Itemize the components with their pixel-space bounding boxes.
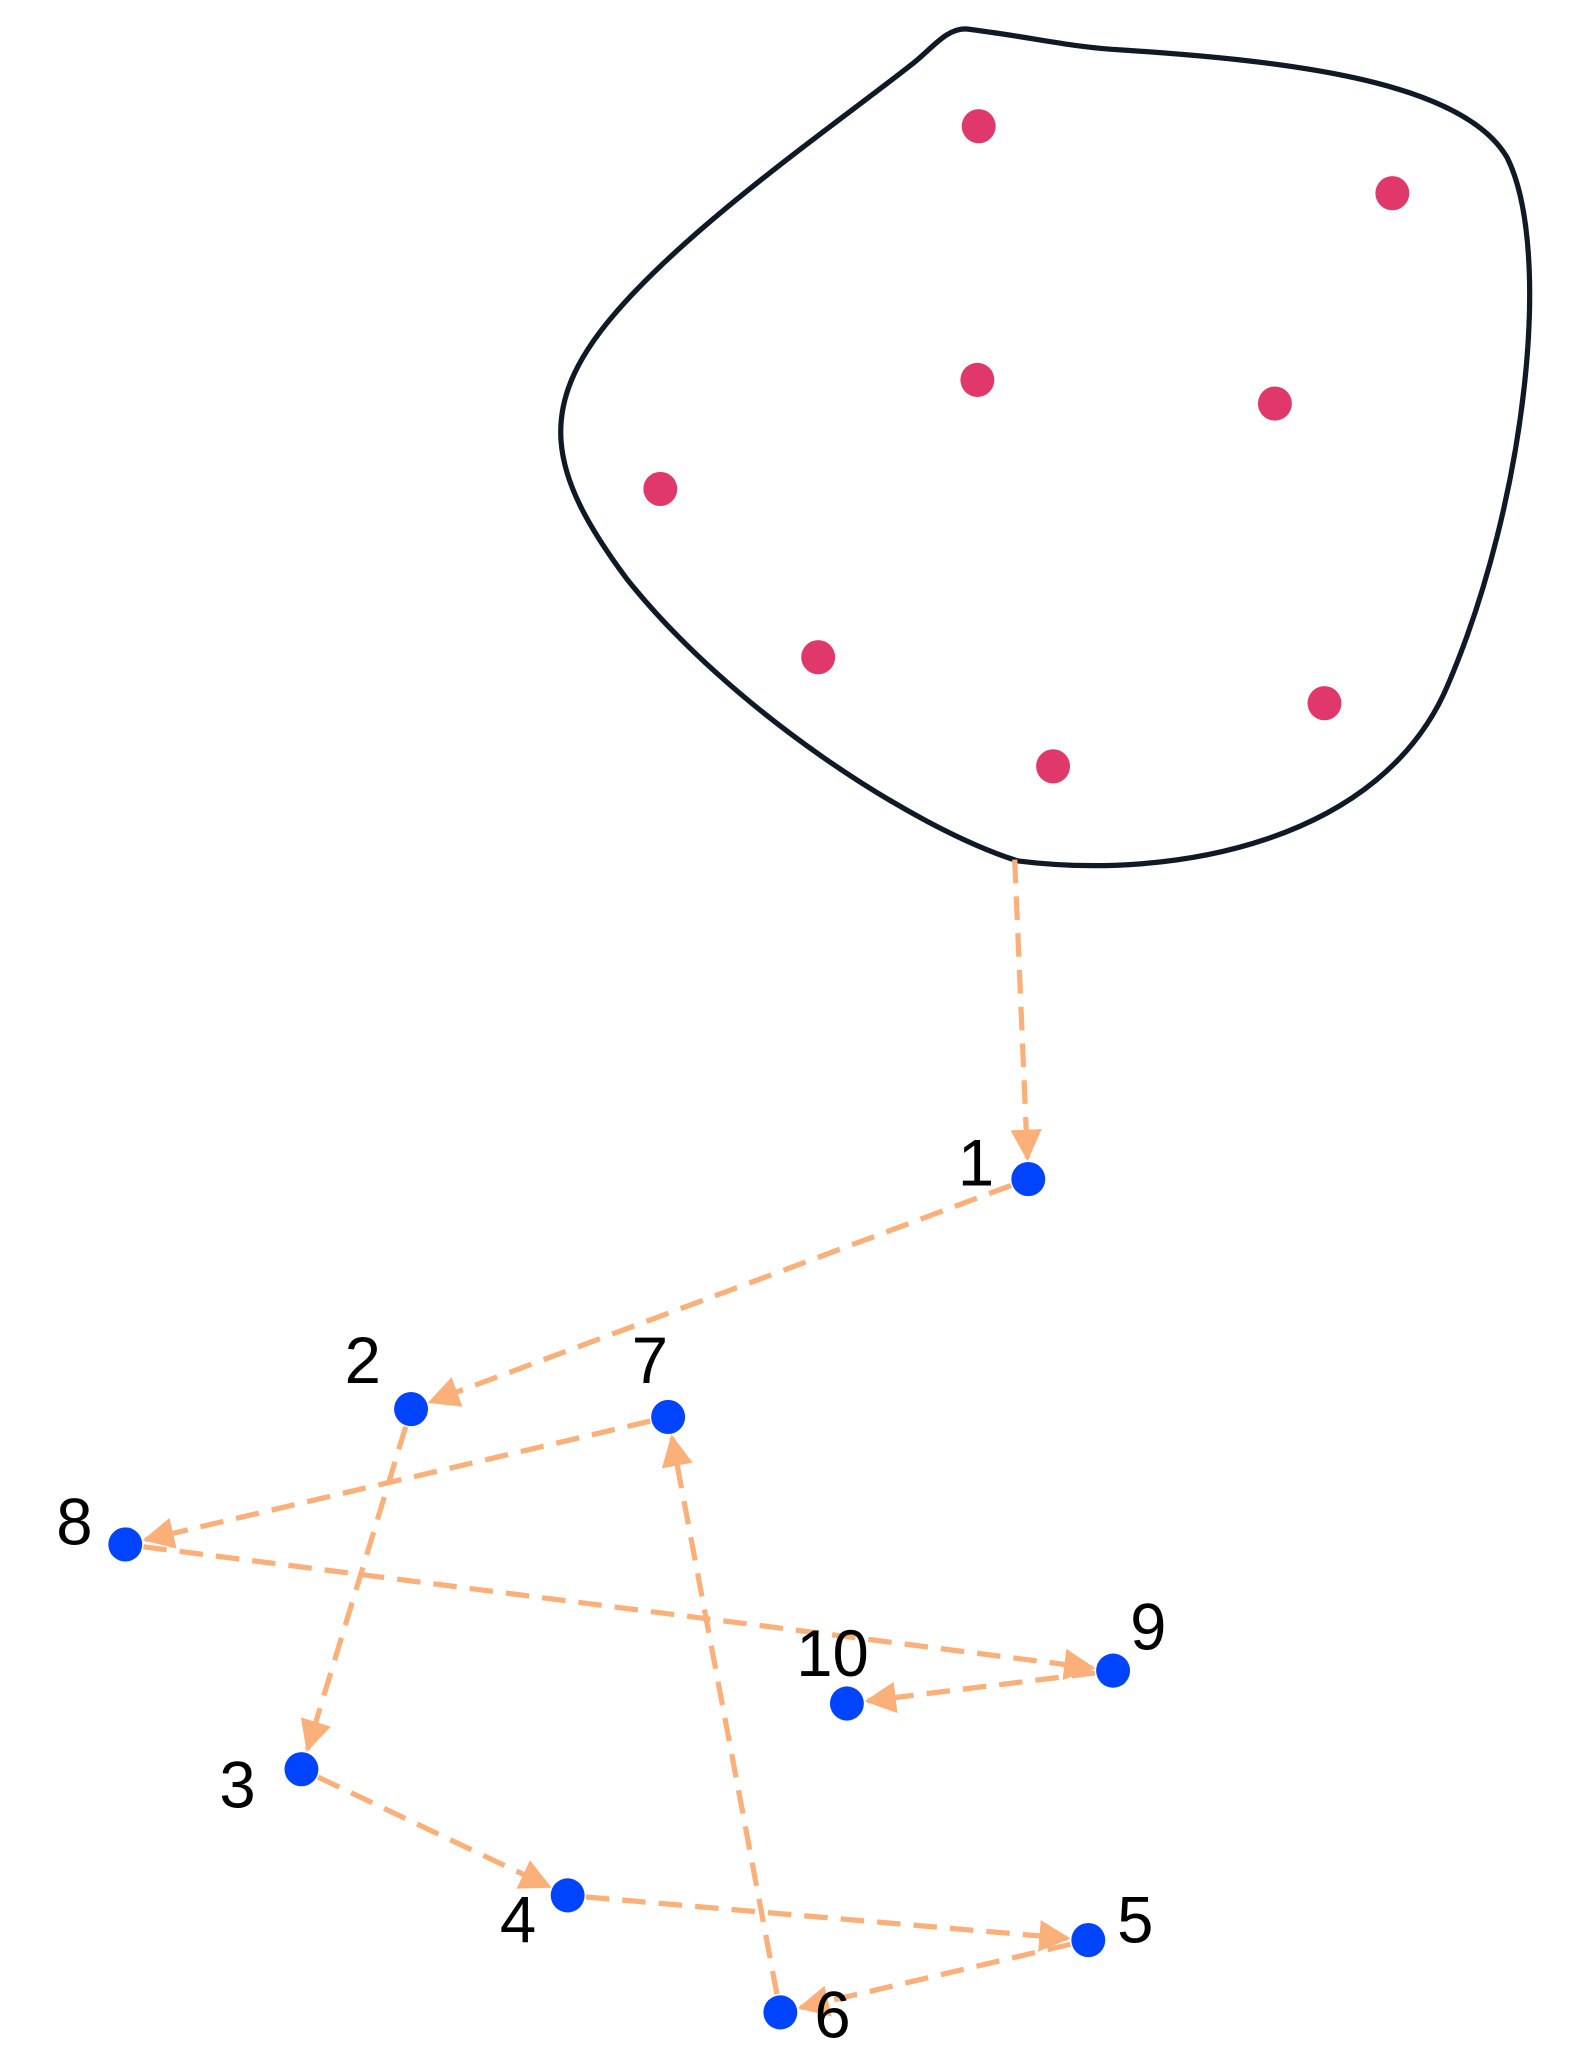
cluster-point [1257,386,1292,421]
sequence-label: 4 [500,1883,536,1956]
sequence-arrows [142,859,1096,2017]
cluster-boundary [558,26,1533,869]
sequence-point [1096,1653,1131,1688]
sequence-label: 10 [796,1617,869,1690]
cluster-point [1036,749,1071,784]
sequence-label: 1 [958,1126,994,1199]
sequence-point [284,1752,319,1787]
cluster-point [960,362,995,397]
sequence-label: 2 [345,1324,381,1397]
sequence-label: 9 [1130,1590,1166,1663]
cluster-point [1307,686,1342,721]
cluster-point [1375,176,1410,211]
sequence-arrow [142,1418,651,1549]
sequence-arrow [661,1434,780,1995]
sequence-point [394,1391,429,1427]
sequence-label: 5 [1117,1883,1153,1956]
sequence-point [108,1527,143,1562]
sequence-label: 8 [56,1485,92,1558]
sequence-arrow [864,1670,1096,1714]
cluster-point [961,109,996,144]
sequence-point [651,1399,686,1435]
sequence-point [1011,1161,1046,1197]
sequence-label: 6 [814,1978,850,2051]
sequence-arrow [300,1425,409,1753]
sequence-arrow [316,1774,552,1889]
sequence-points: 1 2 3 4 5 6 7 8 9 10 [56,1126,1166,2051]
sequence-arrow [427,1182,1013,1407]
sequence-point [829,1686,864,1721]
sequence-point [550,1878,585,1913]
sequence-point [763,1995,798,2030]
sequence-arrow [1010,859,1042,1162]
sequence-label: 7 [632,1324,668,1397]
sequence-point [1071,1922,1106,1958]
sequence-arrow [797,1941,1072,2017]
cluster-point [801,640,836,675]
sequence-arrow [143,1544,1096,1681]
sequence-arrow [585,1894,1071,1952]
sequence-label: 3 [219,1748,255,1821]
cluster-points [643,109,1410,784]
cluster-point [643,471,678,507]
